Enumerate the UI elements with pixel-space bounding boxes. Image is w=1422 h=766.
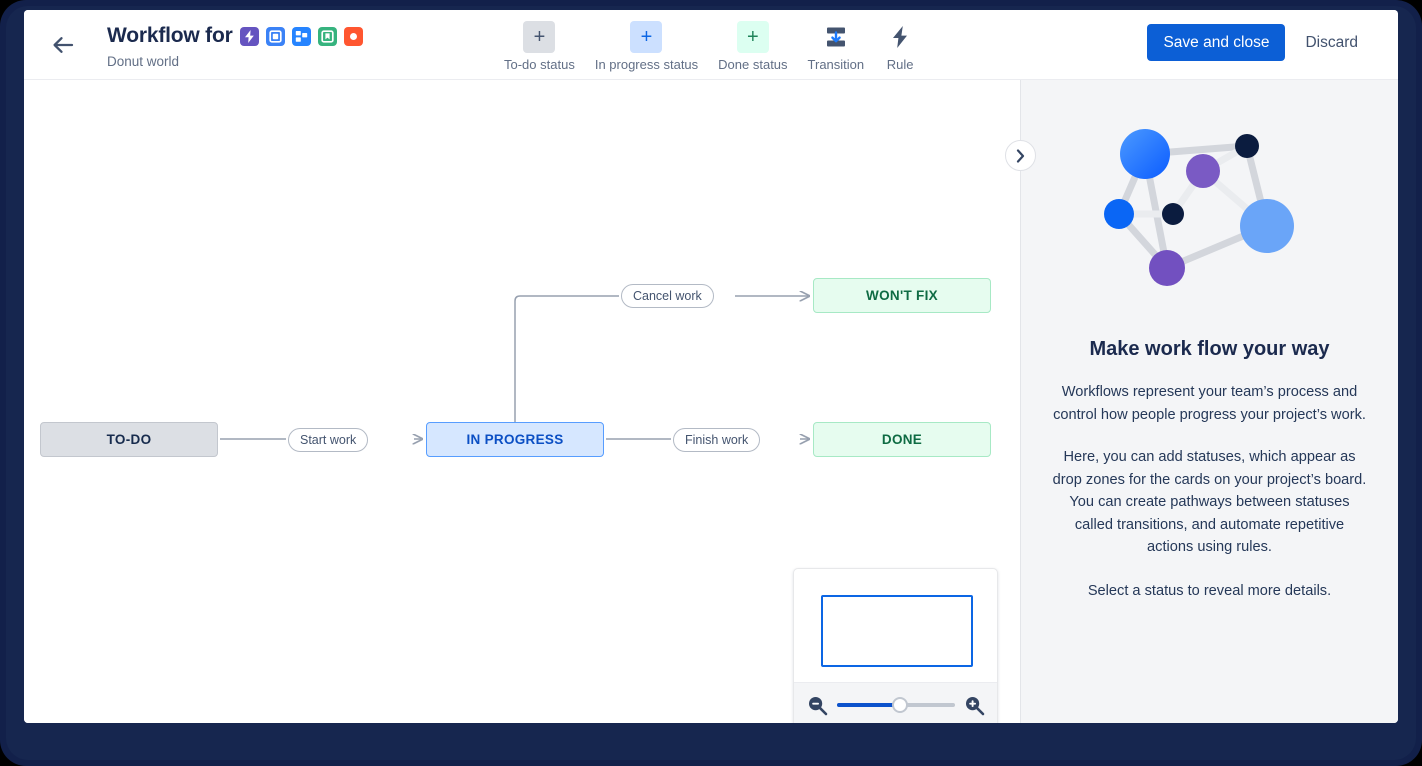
zoom-out-icon — [808, 696, 827, 715]
zoom-slider-thumb[interactable] — [892, 697, 909, 713]
add-todo-status-button[interactable]: + To-do status — [494, 21, 585, 73]
tool-label: Rule — [886, 57, 914, 72]
plus-icon: + — [736, 21, 769, 53]
status-node-done[interactable]: DONE — [813, 422, 991, 457]
transition-badge — [291, 26, 311, 46]
status-node-in-progress[interactable]: IN PROGRESS — [426, 422, 604, 457]
save-and-close-button[interactable]: Save and close — [1147, 24, 1286, 61]
transition-start-work[interactable]: Start work — [288, 428, 369, 452]
tool-label: In progress status — [594, 57, 699, 72]
plus-icon: + — [630, 21, 663, 53]
add-inprogress-status-button[interactable]: + In progress status — [585, 21, 708, 73]
panel-paragraph-1: Workflows represent your team’s process … — [1053, 384, 1366, 423]
page-subtitle: Donut world — [107, 54, 180, 69]
panel-title: Make work flow your way — [1089, 338, 1330, 360]
transition-label: Cancel work — [633, 289, 702, 303]
circle-badge — [343, 26, 363, 46]
panel-collapse-toggle[interactable] — [1005, 140, 1036, 171]
zoom-in-icon — [965, 696, 984, 715]
status-node-label: TO-DO — [106, 432, 152, 447]
workflow-edges — [220, 80, 1020, 723]
lightning-icon — [244, 29, 254, 43]
zoom-in-button[interactable] — [964, 695, 985, 716]
rule-icon-wrap — [884, 21, 916, 53]
minimap-viewport[interactable] — [821, 595, 973, 667]
zoom-out-button[interactable] — [807, 695, 828, 716]
info-panel: Make work flow your way Workflows repres… — [1021, 80, 1398, 723]
status-node-label: IN PROGRESS — [466, 432, 564, 447]
lightning-icon — [893, 26, 908, 48]
transition-cancel-work[interactable]: Cancel work — [621, 284, 714, 308]
status-node-label: WON'T FIX — [866, 288, 938, 303]
toolbar: + To-do status + In progress status + Do… — [494, 21, 926, 79]
tool-label: Done status — [718, 57, 788, 72]
header-actions: Save and close Discard — [1147, 24, 1374, 61]
app-body: TO-DO IN PROGRESS DONE WON'T FIX Start w… — [24, 80, 1398, 723]
panel-paragraph-3: Select a status to reveal more details. — [1087, 582, 1332, 599]
status-node-wont-fix[interactable]: WON'T FIX — [813, 278, 991, 313]
panel-paragraph-2: Here, you can add statuses, which appear… — [1052, 449, 1367, 555]
status-badge — [265, 26, 285, 46]
chevron-right-icon — [1016, 148, 1025, 163]
add-transition-button[interactable]: Transition — [798, 21, 875, 73]
transition-label: Start work — [300, 433, 357, 447]
add-rule-button[interactable]: Rule — [874, 21, 926, 73]
status-node-todo[interactable]: TO-DO — [40, 422, 218, 457]
rule-badge — [239, 26, 259, 46]
arrow-left-icon — [53, 37, 74, 53]
workflow-canvas[interactable]: TO-DO IN PROGRESS DONE WON'T FIX Start w… — [24, 80, 1020, 723]
circle-icon — [349, 32, 357, 40]
transition-icon — [826, 27, 845, 47]
panel-divider — [1020, 80, 1021, 723]
plus-icon: + — [523, 21, 556, 53]
workflow-editor-app: Workflow for — [24, 10, 1398, 723]
bookmark-icon — [320, 29, 334, 43]
app-header: Workflow for — [24, 10, 1398, 80]
title-row: Workflow for — [107, 22, 363, 50]
status-node-label: DONE — [881, 432, 923, 447]
zoom-slider[interactable] — [836, 697, 955, 713]
page-title: Workflow for — [107, 24, 233, 47]
transition-icon-wrap — [820, 21, 852, 53]
title-block: Workflow for — [107, 22, 363, 70]
minimap-zoom-controls — [794, 682, 997, 723]
discard-button[interactable]: Discard — [1289, 24, 1374, 61]
back-button[interactable] — [46, 30, 80, 60]
tool-label: Transition — [807, 57, 865, 72]
transition-label: Finish work — [685, 433, 749, 447]
transition-finish-work[interactable]: Finish work — [673, 428, 761, 452]
workflow-network-illustration — [1103, 129, 1294, 286]
nodes-icon — [295, 30, 307, 42]
square-icon — [268, 29, 282, 43]
tool-label: To-do status — [504, 57, 575, 72]
zoom-slider-fill — [836, 703, 901, 707]
add-done-status-button[interactable]: + Done status — [708, 21, 797, 73]
minimap-panel[interactable] — [793, 568, 998, 723]
bookmark-badge — [317, 26, 337, 46]
